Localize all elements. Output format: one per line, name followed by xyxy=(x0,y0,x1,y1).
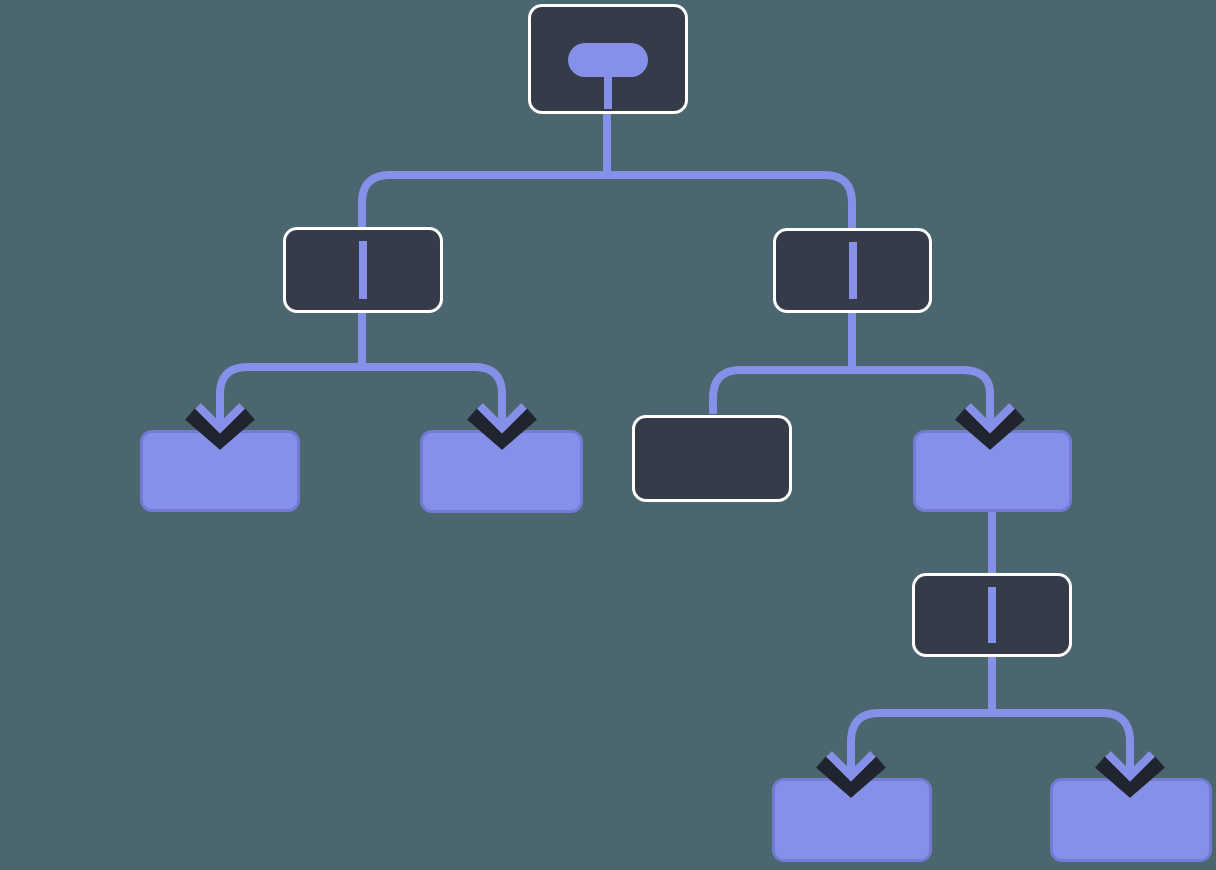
edge-lower-branch xyxy=(847,709,1134,743)
arrow-down-icon xyxy=(816,740,886,798)
edge-root-branch xyxy=(358,171,856,229)
branch-node-lower[interactable] xyxy=(912,573,1072,657)
divider-bar-icon xyxy=(988,587,996,643)
divider-bar-icon xyxy=(359,241,367,299)
arrow-down-icon xyxy=(185,392,255,450)
arrow-down-icon xyxy=(1095,740,1165,798)
pill-icon xyxy=(568,43,648,77)
edge-branchleft-branch xyxy=(216,363,506,395)
branch-node-right[interactable] xyxy=(773,228,932,313)
edge-branchright-branch xyxy=(709,366,994,414)
branch-node-left[interactable] xyxy=(283,227,443,313)
pill-stem xyxy=(604,73,612,109)
arrow-down-icon xyxy=(467,392,537,450)
arrow-down-icon xyxy=(955,392,1025,450)
divider-bar-icon xyxy=(848,242,857,299)
dark-plain-node[interactable] xyxy=(632,415,792,502)
root-node[interactable] xyxy=(528,4,688,114)
